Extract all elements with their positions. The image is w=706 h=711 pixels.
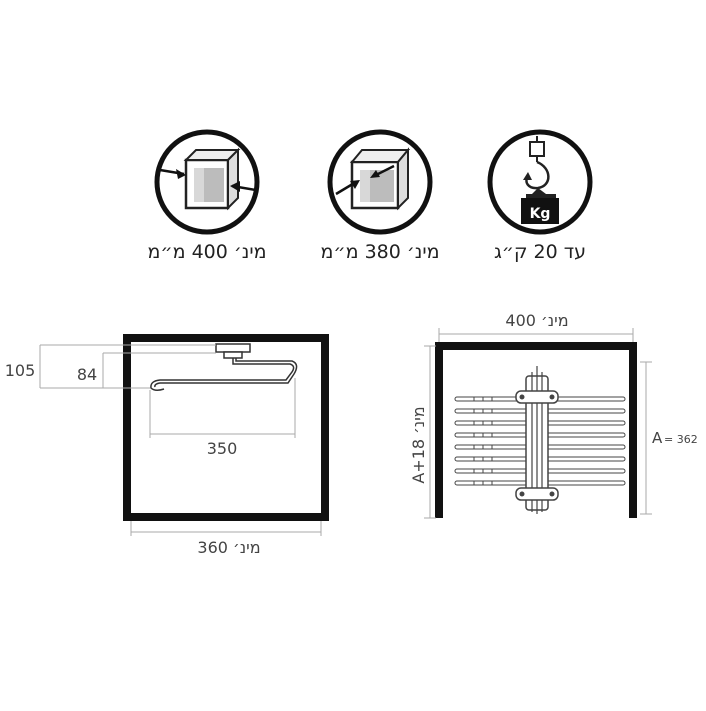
front-view-dimensions xyxy=(424,328,652,519)
a-value-label: = 362 xyxy=(664,433,698,446)
height-dim-label: A+18 מינ׳ xyxy=(409,406,428,483)
min-depth-label: מינ׳ 380 מ״מ xyxy=(320,241,439,263)
rail-length-label: 350 xyxy=(207,439,238,458)
height-inner-label: 84 xyxy=(77,365,97,384)
side-view-dimensions xyxy=(39,344,322,536)
front-view-bracket xyxy=(515,366,559,514)
side-view-rail xyxy=(150,343,298,392)
max-load-label: עד 20 ק״ג xyxy=(494,241,586,263)
min-width-icon xyxy=(154,129,260,235)
min-depth-icon xyxy=(327,129,433,235)
a-label: A xyxy=(652,429,663,447)
front-view-cabinet xyxy=(435,342,637,518)
height-outer-label: 105 xyxy=(5,361,36,380)
weight-text: Kg xyxy=(530,206,551,222)
max-load-icon xyxy=(487,129,593,235)
min-depth-dim-label: מינ׳ 360 xyxy=(197,538,260,557)
min-width-dim-label: מינ׳ 400 xyxy=(505,311,568,330)
side-view-cabinet xyxy=(123,334,329,521)
min-width-label: מינ׳ 400 מ״מ xyxy=(147,241,266,263)
